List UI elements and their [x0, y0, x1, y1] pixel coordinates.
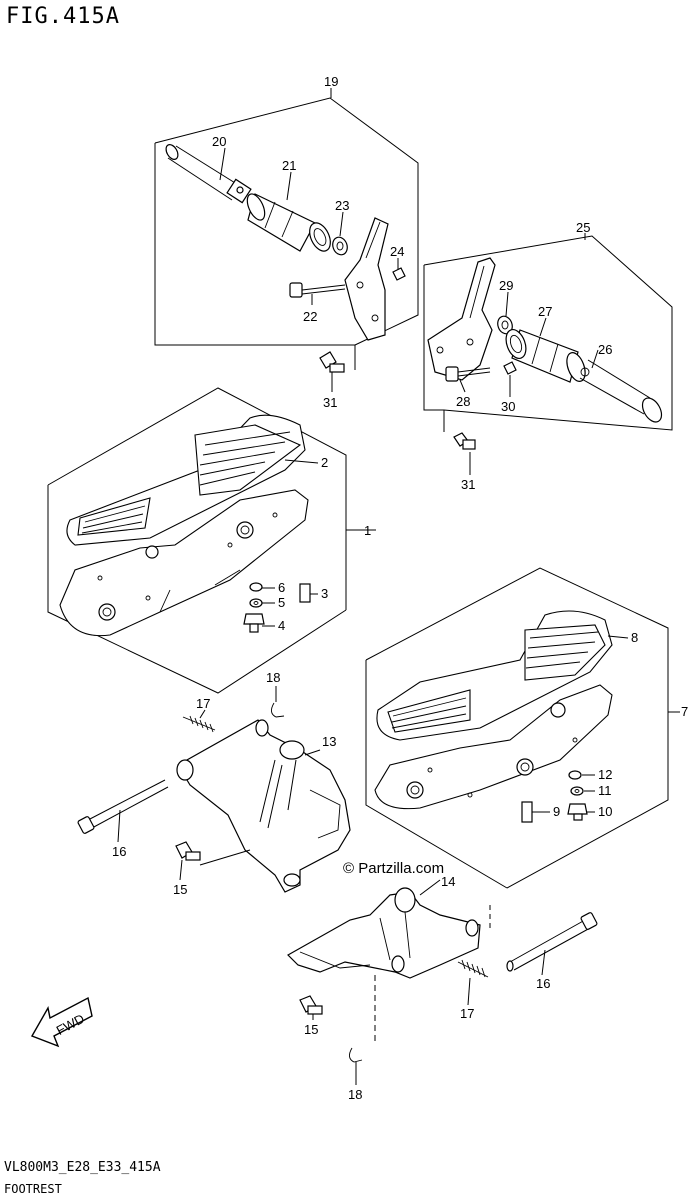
callout-2: 2: [321, 455, 328, 470]
bolt-15-left: [175, 841, 251, 866]
callout-11: 11: [598, 783, 612, 798]
peg-bracket: [344, 217, 389, 341]
bolt-22: [289, 282, 346, 298]
nut-30: [503, 361, 517, 375]
peg-rubber-27: [505, 328, 586, 383]
callout-30: 30: [501, 399, 515, 414]
callout-19: 19: [324, 74, 338, 89]
callout-14: 14: [441, 874, 455, 889]
clip-18-left: [271, 702, 285, 718]
bracket-13: [176, 719, 351, 893]
watermark: © Partzilla.com: [343, 860, 445, 877]
nut-24: [392, 267, 406, 281]
figure-name: FOOTREST: [4, 1182, 62, 1196]
callout-18-left: 18: [266, 670, 280, 685]
leader-dashes: [374, 905, 491, 1045]
group-7-frame: [365, 567, 680, 889]
washer-23: [332, 236, 348, 256]
callout-1: 1: [364, 523, 371, 538]
spring-17-right: [457, 959, 489, 978]
bolt-31-right: [453, 432, 476, 450]
callout-23: 23: [335, 198, 349, 213]
callout-9: 9: [553, 804, 560, 819]
callout-20: 20: [212, 134, 226, 149]
fwd-arrow-icon: FWD: [30, 996, 93, 1048]
leader-lines: [117, 147, 629, 1085]
spring-17-left: [182, 715, 216, 733]
pivot-pin-16-left: [77, 779, 169, 834]
callout-27: 27: [538, 304, 552, 319]
peg-shaft-20: [165, 144, 252, 204]
bolt-15-right: [299, 995, 323, 1015]
callout-25: 25: [576, 220, 590, 235]
peg-rubber-21: [246, 193, 331, 252]
callout-13: 13: [322, 734, 336, 749]
callout-12: 12: [598, 767, 612, 782]
bracket-14: [287, 887, 481, 979]
callout-18-right: 18: [348, 1087, 362, 1102]
clip-18-right: [349, 1047, 363, 1063]
callout-15-right: 15: [304, 1022, 318, 1037]
callout-17-right: 17: [460, 1006, 474, 1021]
peg-shaft-26: [579, 359, 663, 423]
callout-24: 24: [390, 244, 404, 259]
callout-28: 28: [456, 394, 470, 409]
callout-6: 6: [278, 580, 285, 595]
floorboard-rubber-8: [376, 610, 613, 741]
callout-22: 22: [303, 309, 317, 324]
right-peg-bracket: [427, 257, 496, 381]
callout-7: 7: [681, 704, 688, 719]
callout-15-left: 15: [173, 882, 187, 897]
callout-26: 26: [598, 342, 612, 357]
callout-21: 21: [282, 158, 296, 173]
callout-16-left: 16: [112, 844, 126, 859]
floorboard-rubber-2: [66, 414, 306, 546]
callout-3: 3: [321, 586, 328, 601]
figure-code: VL800M3_E28_E33_415A: [4, 1160, 161, 1175]
figure-title: FIG.415A: [6, 4, 120, 29]
callout-5: 5: [278, 595, 285, 610]
pivot-pin-16-right: [506, 912, 598, 972]
bolt-31-left: [319, 351, 345, 373]
callout-labels: 19 20 21 23 24 22 31 25 29 27 26 28 30 3…: [112, 74, 688, 1102]
callout-29: 29: [499, 278, 513, 293]
callout-17-left: 17: [196, 696, 210, 711]
callout-10: 10: [598, 804, 612, 819]
floorboard-plate-7: [374, 684, 613, 810]
bolt-28: [445, 366, 491, 382]
callout-8: 8: [631, 630, 638, 645]
floorboard-plate-1: [59, 489, 309, 637]
group-25-frame: [423, 233, 673, 432]
callout-16-right: 16: [536, 976, 550, 991]
callout-4: 4: [278, 618, 285, 633]
callout-31-left: 31: [323, 395, 337, 410]
group-19-frame: [154, 88, 419, 370]
callout-31-right: 31: [461, 477, 475, 492]
washer-29: [497, 315, 513, 335]
hardware-3-4-5-6: [243, 582, 311, 633]
hardware-9-10-11-12: [521, 770, 588, 823]
